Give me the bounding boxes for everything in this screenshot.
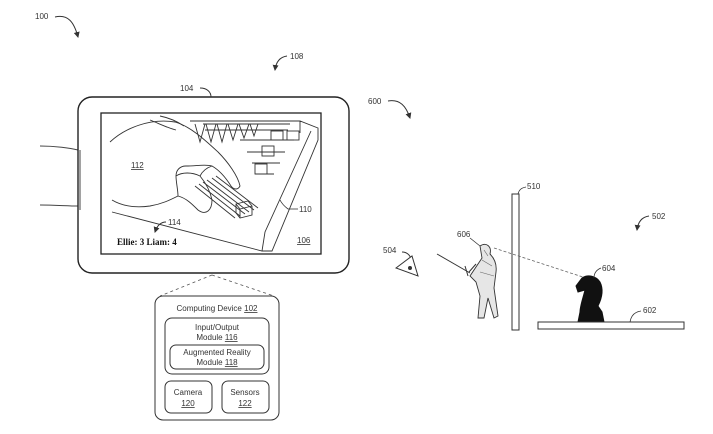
sensors-num: 122 bbox=[238, 399, 252, 408]
svg-text:606: 606 bbox=[457, 230, 471, 239]
label-110: 110 bbox=[299, 205, 312, 214]
ar-module-line1: Augmented Reality bbox=[183, 348, 251, 357]
hand-outline bbox=[39, 145, 79, 207]
label-112: 112 bbox=[131, 161, 144, 170]
svg-text:602: 602 bbox=[643, 306, 657, 315]
chess-knight-604: 604 bbox=[575, 264, 616, 323]
projection-lines bbox=[159, 274, 275, 297]
sensors-box bbox=[221, 380, 270, 414]
knight-figure-606: 606 bbox=[436, 230, 499, 319]
svg-text:510: 510 bbox=[527, 182, 541, 191]
computing-device-num: 102 bbox=[244, 304, 258, 313]
computing-device: Computing Device 102 Input/Output Module… bbox=[154, 295, 280, 421]
camera-box bbox=[164, 380, 213, 414]
game-board bbox=[111, 120, 319, 252]
panel-510: 510 bbox=[511, 182, 541, 331]
io-module-num: 116 bbox=[225, 333, 238, 342]
eye-504: 504 bbox=[383, 246, 419, 277]
io-module-line1: Input/Output bbox=[195, 323, 240, 332]
label-104: 104 bbox=[180, 84, 194, 93]
sight-line bbox=[493, 247, 593, 281]
io-module-line2: Module bbox=[196, 333, 223, 342]
screen-content bbox=[109, 115, 319, 252]
board-602: 602 bbox=[537, 306, 685, 330]
tablet-screen bbox=[100, 112, 322, 255]
ar-module-line2: Module bbox=[196, 358, 223, 367]
ar-module-num: 118 bbox=[225, 358, 238, 367]
label-108: 108 bbox=[272, 52, 304, 71]
svg-text:600: 600 bbox=[368, 97, 382, 106]
svg-text:604: 604 bbox=[602, 264, 616, 273]
svg-text:100: 100 bbox=[35, 12, 49, 21]
eye-icon bbox=[394, 255, 419, 277]
label-502: 502 bbox=[634, 212, 666, 231]
label-106: 106 bbox=[297, 236, 311, 245]
svg-text:Module 116: Module 116 bbox=[196, 333, 238, 342]
sensors-label: Sensors bbox=[230, 388, 259, 397]
figure-100-label: 100 bbox=[35, 12, 80, 38]
svg-text:108: 108 bbox=[290, 52, 304, 61]
camera-label: Camera bbox=[174, 388, 203, 397]
svg-text:502: 502 bbox=[652, 212, 666, 221]
svg-text:504: 504 bbox=[383, 246, 397, 255]
camera-num: 120 bbox=[181, 399, 195, 408]
figure-600-label: 600 bbox=[368, 97, 412, 119]
label-114: 114 bbox=[168, 218, 181, 227]
screen-labels: 112 110 114 Ellie: 3 Liam: 4 106 bbox=[117, 161, 312, 247]
hand-drawing bbox=[109, 120, 241, 213]
score-display: Ellie: 3 Liam: 4 bbox=[117, 237, 177, 247]
svg-text:Module 118: Module 118 bbox=[196, 358, 238, 367]
svg-text:Computing Device: Computing Device 102 bbox=[177, 304, 259, 313]
ar-module-box bbox=[169, 344, 265, 370]
computing-device-title: Computing Device bbox=[177, 304, 243, 313]
